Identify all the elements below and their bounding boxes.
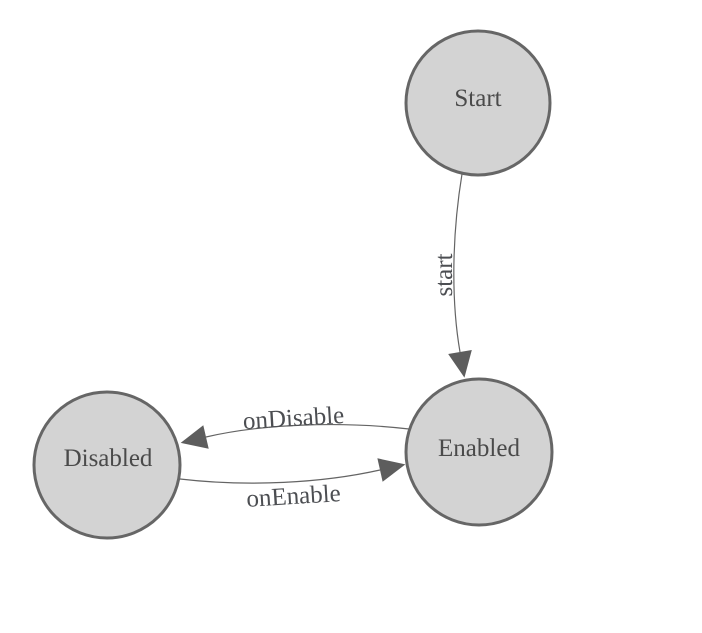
edge-ondisable-path [180,424,410,449]
node-disabled-label: Disabled [64,445,153,472]
node-disabled-circle[interactable] [32,390,182,540]
edge-ondisable-transition: onDisable [180,402,410,449]
node-start[interactable]: Start [404,29,552,177]
edge-onenable-path [179,458,406,484]
edge-start-path [448,173,472,378]
node-start-circle[interactable] [404,29,552,177]
node-start-label: Start [454,85,501,112]
node-enabled-circle[interactable] [404,377,554,527]
edge-label-start: start [431,253,458,296]
node-disabled[interactable]: Disabled [32,390,182,540]
node-enabled[interactable]: Enabled [404,377,554,527]
edge-label-onenable: onEnable [246,480,342,513]
node-enabled-label: Enabled [438,435,520,462]
edge-label-ondisable: onDisable [242,402,345,435]
edge-onenable-transition: onEnable [179,458,406,513]
edge-start-transition: start [431,173,472,378]
